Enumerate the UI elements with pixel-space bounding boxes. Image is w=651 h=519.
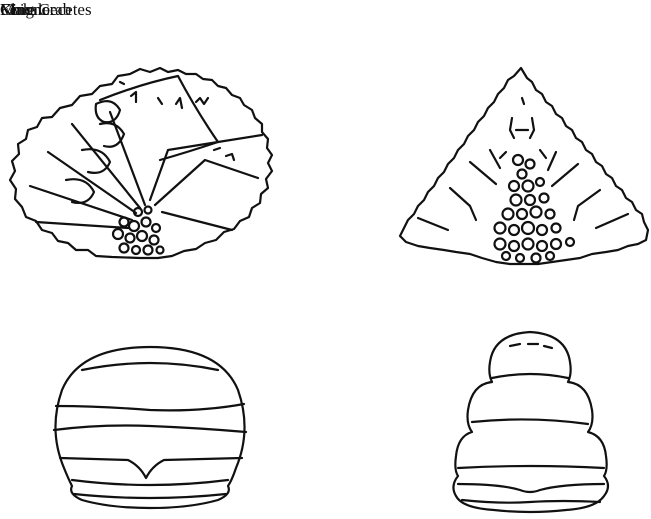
chionoecetes-female-abdomen: [54, 347, 246, 508]
king-crab-male-abdomen: [400, 68, 648, 264]
chionoecetes-male-abdomen: [453, 332, 608, 512]
king-crab-female-abdomen: [10, 68, 272, 258]
